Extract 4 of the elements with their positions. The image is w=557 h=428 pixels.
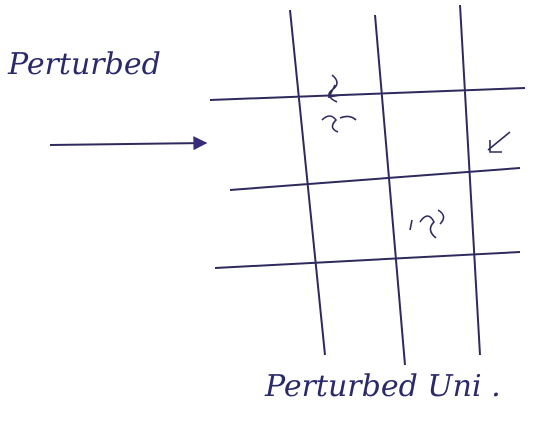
handwritten-label: Perturbed Uni . [265, 372, 501, 402]
grid-drawing [209, 4, 526, 366]
arrow [50, 136, 208, 150]
handwritten-label: Perturbed [8, 50, 161, 80]
